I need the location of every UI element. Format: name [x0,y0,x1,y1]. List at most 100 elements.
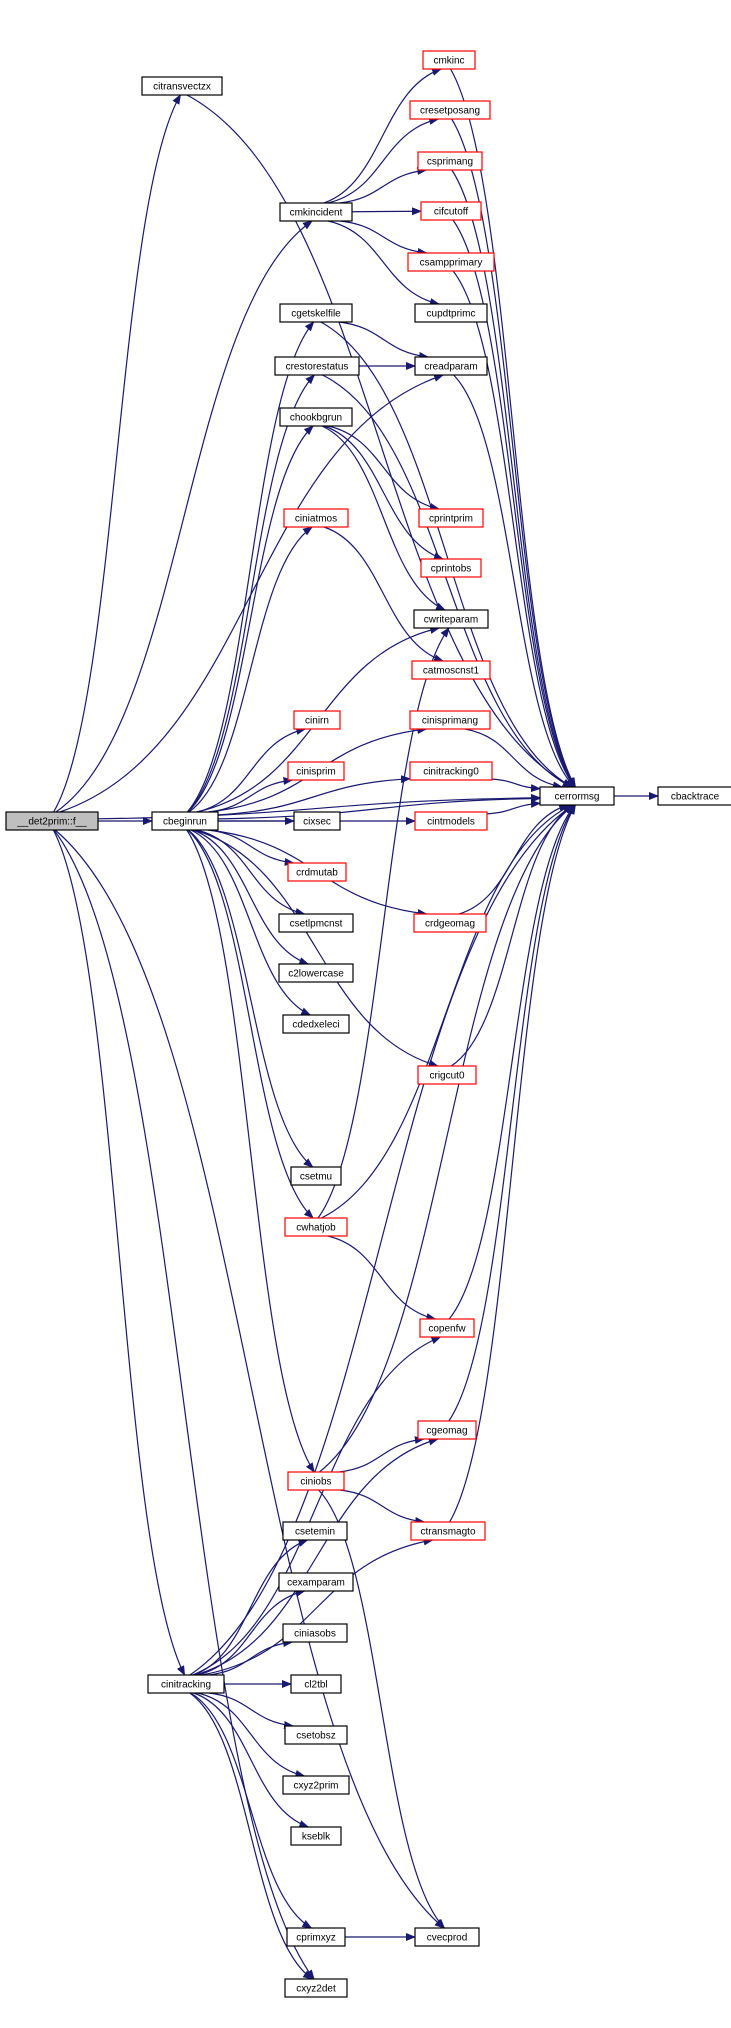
node-crdgeomag[interactable]: crdgeomag [413,913,487,933]
node-cixsec[interactable]: cixsec [293,811,341,831]
node-catmoscnst1[interactable]: catmoscnst1 [411,660,491,680]
node-box-cupdtprimc [414,303,488,323]
node-cexamparam[interactable]: cexamparam [278,1572,354,1592]
node-cmkincident[interactable]: cmkincident [279,202,353,222]
edge-cbeginrun-to-cdedxeleci [190,829,312,1016]
node-csampprimary[interactable]: csampprimary [407,252,495,272]
node-csprimang[interactable]: csprimang [417,151,483,171]
node-box-cprimxyz [286,1927,346,1947]
node-cinirn[interactable]: cinirn [293,710,341,730]
node-cinisprimang[interactable]: cinisprimang [409,710,491,730]
edge-csampprimary-to-cerrormsg [452,270,576,788]
node-cwriteparam[interactable]: cwriteparam [413,609,489,629]
edge-cinitracking-to-ctransmagto [201,1537,434,1676]
node-box-ciniatmos [283,508,349,528]
node-ctransmagto[interactable]: ctransmagto [410,1521,486,1541]
node-label-cwhatjob: cwhatjob [296,1223,336,1234]
node-root[interactable]: __det2prim::f__ [5,811,99,831]
node-kseblk[interactable]: kseblk [290,1826,342,1846]
node-label-chookbgrun: chookbgrun [290,413,342,424]
edge-cbeginrun-to-cinisprim [208,777,294,813]
node-box-cbacktrace [657,786,731,806]
edges [52,68,659,1980]
node-cprimxyz[interactable]: cprimxyz [286,1927,346,1947]
node-cdedxeleci[interactable]: cdedxeleci [282,1014,350,1034]
node-box-cerrormsg [539,786,615,806]
node-cinitracking0[interactable]: cinitracking0 [409,761,493,781]
node-cprintprim[interactable]: cprintprim [418,508,484,528]
edge-cinitracking-to-cxyz2prim [197,1692,306,1778]
node-cintmodels[interactable]: cintmodels [414,811,488,831]
edge-ciniobs-to-cerrormsg [319,804,575,1473]
node-label-cxyz2prim: cxyz2prim [293,1781,338,1792]
node-cifcutoff[interactable]: cifcutoff [420,201,482,221]
node-box-cwhatjob [284,1217,348,1237]
edge-ctransmagto-to-cerrormsg [449,804,576,1523]
node-cgeomag[interactable]: cgeomag [417,1420,477,1440]
node-cvecprod[interactable]: cvecprod [414,1927,480,1947]
node-cresetposang[interactable]: cresetposang [409,100,491,120]
node-box-crdmutab [287,862,347,882]
node-cinisprim[interactable]: cinisprim [287,761,345,781]
edge-cifcutoff-to-cerrormsg [452,219,576,788]
node-copenfw[interactable]: copenfw [419,1318,475,1338]
edge-citransvectzx-to-cerrormsg [186,94,573,788]
node-creadparam[interactable]: creadparam [414,356,488,376]
node-csetobsz[interactable]: csetobsz [284,1725,348,1745]
node-ciniasobs[interactable]: ciniasobs [282,1623,348,1643]
edge-root-to-cxyz2det [53,829,315,1980]
node-csetemin[interactable]: csetemin [282,1521,348,1541]
node-ciniatmos[interactable]: ciniatmos [283,508,349,528]
node-crestorestatus[interactable]: crestorestatus [274,356,360,376]
edge-cinitracking-to-copenfw [192,1336,442,1676]
node-c2lowercase[interactable]: c2lowercase [278,963,354,983]
node-cgetskelfile[interactable]: cgetskelfile [279,303,353,323]
node-cbeginrun[interactable]: cbeginrun [151,811,219,831]
node-cerrormsg[interactable]: cerrormsg [539,786,615,806]
edge-cgetskelfile-to-creadparam [338,321,430,360]
node-label-csetemin: csetemin [295,1527,335,1538]
node-cxyz2prim[interactable]: cxyz2prim [282,1775,350,1795]
node-box-ciniobs [287,1471,345,1491]
edge-ciniobs-to-ctransmagto [339,1489,426,1525]
node-label-csetobsz: csetobsz [296,1731,335,1742]
node-cbacktrace[interactable]: cbacktrace [657,786,731,806]
node-box-citransvectzx [141,76,223,96]
node-cwhatjob[interactable]: cwhatjob [284,1217,348,1237]
node-box-cifcutoff [420,201,482,221]
node-label-creadparam: creadparam [424,362,477,373]
node-box-root [5,811,99,831]
node-chookbgrun[interactable]: chookbgrun [279,407,353,427]
edge-cbeginrun-to-ciniobs [186,829,315,1473]
node-box-copenfw [419,1318,475,1338]
node-label-cinitracking: cinitracking [161,1680,211,1691]
node-csetmu[interactable]: csetmu [290,1166,342,1186]
node-cmkinc[interactable]: cmkinc [422,50,476,70]
edge-cgetskelfile-to-cerrormsg [320,321,574,788]
edge-cgeomag-to-cerrormsg [448,804,576,1422]
node-cinitracking[interactable]: cinitracking [147,1674,225,1694]
node-crigcut0[interactable]: crigcut0 [417,1065,477,1085]
node-cxyz2det[interactable]: cxyz2det [284,1978,348,1998]
node-label-cbacktrace: cbacktrace [671,792,720,803]
edge-cinitracking-to-cprimxyz [190,1692,313,1929]
node-cprintobs[interactable]: cprintobs [420,558,482,578]
node-csetlpmcnst[interactable]: csetlpmcnst [278,913,354,933]
node-cupdtprimc[interactable]: cupdtprimc [414,303,488,323]
node-label-cgetskelfile: cgetskelfile [291,309,341,320]
node-label-cupdtprimc: cupdtprimc [427,309,476,320]
node-cl2tbl[interactable]: cl2tbl [290,1674,342,1694]
node-box-csetobsz [284,1725,348,1745]
node-ciniobs[interactable]: ciniobs [287,1471,345,1491]
node-label-crdmutab: crdmutab [296,868,338,879]
node-citransvectzx[interactable]: citransvectzx [141,76,223,96]
edge-cmkincident-to-csampprimary [340,220,428,256]
edge-cwhatjob-to-cwriteparam [317,627,450,1219]
node-crdmutab[interactable]: crdmutab [287,862,347,882]
node-label-cvecprod: cvecprod [427,1933,468,1944]
node-label-cprimxyz: cprimxyz [296,1933,335,1944]
edge-cbeginrun-to-cinitracking0 [217,775,411,816]
node-box-csetlpmcnst [278,913,354,933]
node-label-cmkinc: cmkinc [433,56,464,67]
